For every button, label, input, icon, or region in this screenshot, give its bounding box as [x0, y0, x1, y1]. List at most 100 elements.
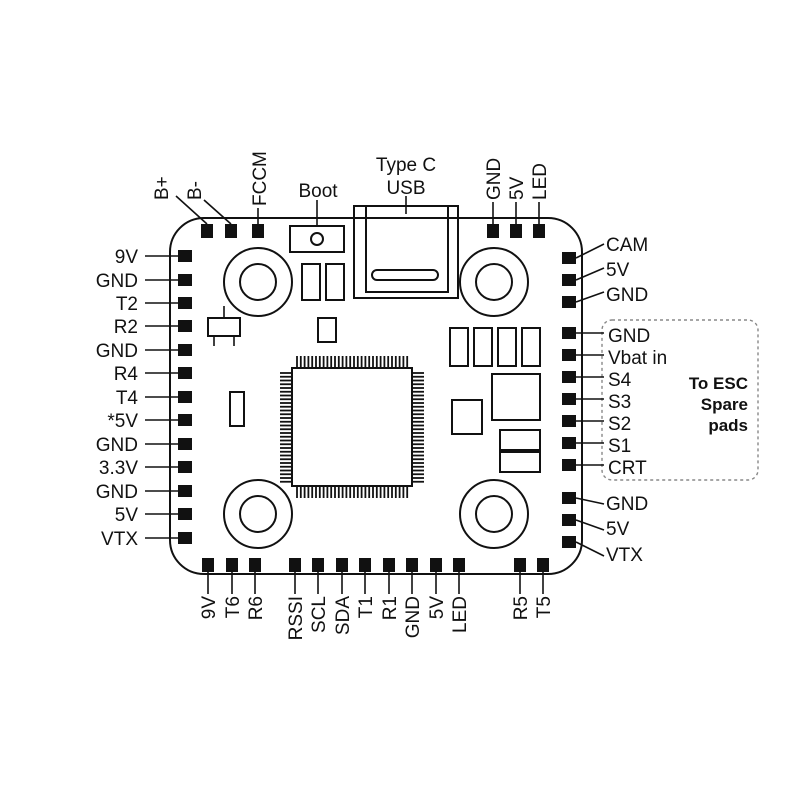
component-square-small — [451, 399, 483, 435]
bottom-label: SCL — [309, 596, 330, 633]
left-pad — [178, 274, 192, 286]
top-pad-gnd — [487, 224, 499, 238]
right-pad — [562, 349, 576, 361]
boot-button — [289, 200, 345, 253]
right-label-vtx: VTX — [606, 545, 643, 566]
top-pad-b-minus — [225, 224, 237, 238]
usb-type-c-connector — [353, 196, 459, 299]
component-cap-3 — [497, 327, 517, 367]
top-label-usb: USB — [386, 178, 425, 199]
bottom-label: 5V — [427, 596, 448, 620]
right-lead-line — [575, 519, 605, 531]
left-pad — [178, 297, 192, 309]
component-cap-2 — [473, 327, 493, 367]
right-pad — [562, 437, 576, 449]
left-label: *5V — [107, 411, 138, 432]
esc-pad-label: S3 — [608, 392, 631, 413]
mounting-hole-bottom-right — [459, 479, 529, 549]
bottom-label: T5 — [534, 596, 555, 618]
top-label-gnd: GND — [484, 158, 505, 200]
left-pad — [178, 344, 192, 356]
right-lead-line — [575, 267, 605, 281]
left-label: GND — [96, 482, 138, 503]
esc-pad-label: GND — [608, 326, 650, 347]
right-pad — [562, 415, 576, 427]
top-labels: B+ B- FCCM Boot Type C USB GND 5V LED — [152, 151, 551, 206]
bottom-labels: 9V T6 R6 RSSI SCL SDA T1 R1 GND 5V LED R… — [199, 596, 555, 641]
left-label: T2 — [116, 294, 138, 315]
component-smd-b — [325, 263, 345, 301]
right-lead-line — [575, 291, 605, 303]
top-label-5v: 5V — [507, 176, 528, 200]
esc-pads-group-box — [601, 319, 759, 481]
right-pad — [562, 459, 576, 471]
mcu-chip — [280, 356, 424, 498]
lead-lines — [145, 195, 605, 594]
bottom-label: T1 — [356, 596, 377, 618]
esc-pad-label: S2 — [608, 414, 631, 435]
esc-note-line: To ESC — [689, 374, 748, 393]
bottom-label: T6 — [223, 596, 244, 618]
board-outline — [169, 217, 583, 575]
left-label: R4 — [114, 364, 139, 385]
bottom-pad — [359, 558, 371, 572]
esc-pad-label: Vbat in — [608, 348, 667, 369]
bottom-pad — [249, 558, 261, 572]
top-label-led: LED — [530, 163, 551, 200]
bottom-pad — [202, 558, 214, 572]
left-label: VTX — [101, 529, 138, 550]
right-pad — [562, 274, 576, 286]
left-label: R2 — [114, 317, 138, 338]
component-resistor-1 — [499, 429, 541, 451]
top-lead-line — [203, 199, 232, 225]
right-lead-line — [575, 243, 605, 259]
bottom-label: LED — [450, 596, 471, 633]
left-pad — [178, 414, 192, 426]
right-labels: CAM 5V GND GND Vbat in S4 S3 S2 S1 CRT G… — [606, 235, 667, 566]
top-pad-b-plus — [201, 224, 213, 238]
left-label: T4 — [116, 388, 139, 409]
left-labels: 9V GND T2 R2 GND R4 T4 *5V GND 3.3V GND … — [96, 247, 139, 550]
left-label: 3.3V — [99, 458, 138, 479]
component-transistor — [207, 306, 241, 346]
esc-pad-label: CRT — [608, 458, 647, 479]
right-pad — [562, 536, 576, 548]
bottom-label: GND — [403, 596, 424, 638]
top-pad-5v — [510, 224, 522, 238]
right-pad — [562, 393, 576, 405]
right-pad — [562, 514, 576, 526]
top-pad-led — [533, 224, 545, 238]
top-lead-line — [175, 195, 208, 225]
bottom-label: R1 — [380, 596, 401, 620]
bottom-pad — [312, 558, 324, 572]
bottom-pad — [537, 558, 549, 572]
left-pad — [178, 508, 192, 520]
mounting-hole-top-left — [223, 247, 293, 317]
component-smd-c — [317, 317, 337, 343]
mounting-hole-bottom-left — [223, 479, 293, 549]
component-resistor-2 — [499, 451, 541, 473]
left-pad — [178, 438, 192, 450]
bottom-pad — [453, 558, 465, 572]
esc-note: To ESC Spare pads — [689, 374, 748, 435]
mcu-pins — [280, 356, 424, 498]
left-label: 9V — [115, 247, 139, 268]
bottom-pad — [226, 558, 238, 572]
component-square-large — [491, 373, 541, 421]
right-pad — [562, 327, 576, 339]
left-pad — [178, 485, 192, 497]
pads — [178, 224, 576, 572]
esc-note-line: Spare — [701, 395, 748, 414]
left-label: 5V — [115, 505, 139, 526]
top-label-type-c: Type C — [376, 155, 436, 176]
bottom-label: 9V — [199, 596, 220, 620]
top-label-b-minus: B- — [185, 181, 206, 200]
bottom-pad — [406, 558, 418, 572]
top-label-b-plus: B+ — [152, 176, 173, 200]
components — [207, 263, 541, 473]
bottom-pad — [430, 558, 442, 572]
esc-note-line: pads — [708, 416, 748, 435]
left-pad — [178, 250, 192, 262]
right-label-gnd-bottom: GND — [606, 494, 648, 515]
